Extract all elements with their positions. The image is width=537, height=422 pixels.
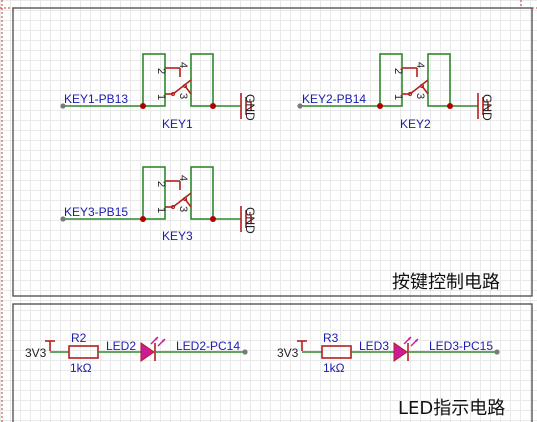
key2-circuit — [296, 53, 489, 120]
r2-resistor — [68, 345, 99, 359]
key1-pin1: 1 — [155, 94, 167, 100]
keys-section-title: 按键控制电路 — [392, 272, 500, 293]
led2-designator: LED2 — [106, 339, 136, 353]
key2-net-label: KEY2-PB14 — [302, 92, 366, 106]
r3-value: 1kΩ — [323, 361, 345, 375]
key3-net-label: KEY3-PB15 — [64, 205, 128, 219]
key2-gnd-label: GND — [480, 94, 494, 121]
key1-circuit — [59, 53, 252, 120]
key2-pin3: 3 — [414, 93, 426, 99]
leds-frame — [12, 303, 533, 422]
led3-power-label: 3V3 — [277, 346, 299, 360]
key3-pin3: 3 — [177, 206, 189, 212]
key1-designator: KEY1 — [162, 117, 193, 131]
leds-section-title: LED指示电路 — [398, 398, 505, 419]
key2-pin1: 1 — [392, 94, 404, 100]
led2-power-label: 3V3 — [25, 346, 47, 360]
r3-resistor — [321, 345, 352, 359]
keys-frame — [12, 7, 533, 297]
led2-net-label: LED2-PC14 — [176, 339, 240, 353]
key1-pin4: 4 — [177, 62, 189, 68]
key3-gnd-label: GND — [243, 207, 257, 234]
led3-net-label: LED3-PC15 — [429, 339, 493, 353]
r2-designator: R2 — [71, 331, 87, 345]
led3-diode — [393, 342, 408, 362]
r3-designator: R3 — [323, 331, 339, 345]
key2-pin2: 2 — [392, 68, 404, 74]
r2-value: 1kΩ — [70, 361, 92, 375]
key2-pin4: 4 — [414, 62, 426, 68]
key3-designator: KEY3 — [162, 229, 193, 243]
key3-circuit — [59, 166, 252, 233]
led2-circuit — [45, 336, 248, 362]
key1-pin3: 3 — [177, 93, 189, 99]
key1-net-label: KEY1-PB13 — [64, 92, 128, 106]
key1-pin2: 2 — [155, 68, 167, 74]
key3-pin4: 4 — [177, 175, 189, 181]
led2-diode — [140, 342, 155, 362]
led3-circuit — [297, 336, 500, 362]
key3-pin1: 1 — [155, 207, 167, 213]
led3-designator: LED3 — [359, 339, 389, 353]
key2-designator: KEY2 — [400, 117, 431, 131]
key1-gnd-label: GND — [243, 94, 257, 121]
key3-pin2: 2 — [155, 181, 167, 187]
